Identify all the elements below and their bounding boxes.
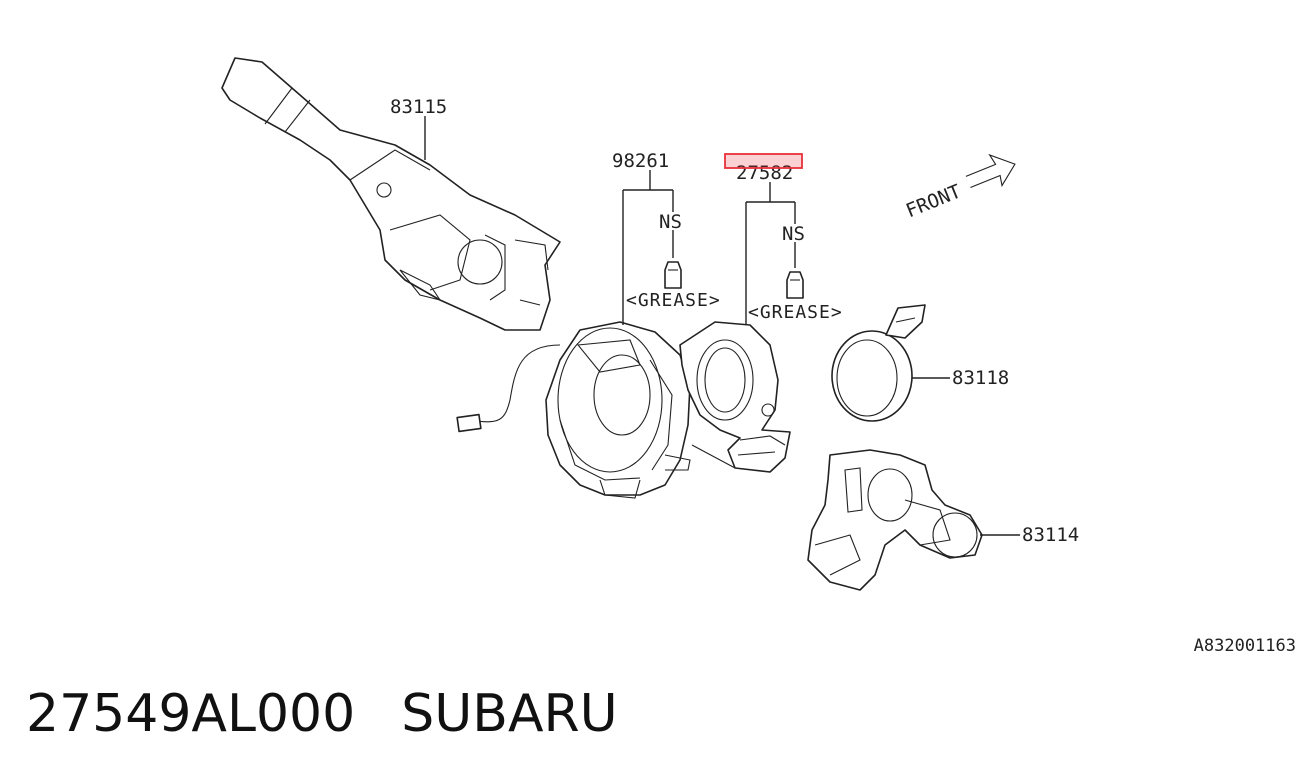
leader-83115: 83115 xyxy=(390,96,447,160)
ns-label-right: NS xyxy=(782,223,805,245)
leader-98261: 98261 NS xyxy=(612,150,682,325)
callout-83118[interactable]: 83118 xyxy=(952,367,1009,389)
grease-tube-left-icon xyxy=(664,261,682,289)
wiper-switch-83114[interactable] xyxy=(807,449,983,591)
highlight-box xyxy=(724,153,803,169)
callout-83115[interactable]: 83115 xyxy=(390,96,447,118)
grease-tube-right-icon xyxy=(786,271,804,299)
steering-angle-sensor-27582[interactable] xyxy=(679,321,791,473)
part-number: 27549AL000 xyxy=(26,684,356,744)
band-83118[interactable] xyxy=(831,304,926,422)
spiral-cable-98261[interactable] xyxy=(456,321,691,499)
leader-83118: 83118 xyxy=(912,367,1009,389)
ns-label-left: NS xyxy=(659,211,682,233)
diagram-reference-code: A832001163 xyxy=(1193,636,1296,656)
brand-name: SUBARU xyxy=(401,684,618,744)
callout-83114[interactable]: 83114 xyxy=(1022,524,1079,546)
leader-27582: 27582 NS xyxy=(724,153,805,325)
grease-label-right: <GREASE> xyxy=(748,302,843,323)
footer-title: 27549AL000 SUBARU xyxy=(26,684,618,744)
front-label: FRONT xyxy=(903,180,964,222)
callout-98261[interactable]: 98261 xyxy=(612,150,669,172)
leader-83114: 83114 xyxy=(980,524,1079,546)
front-arrow-icon: FRONT xyxy=(903,153,1016,222)
combination-switch-83115[interactable] xyxy=(221,57,561,331)
grease-label-left: <GREASE> xyxy=(626,290,721,311)
